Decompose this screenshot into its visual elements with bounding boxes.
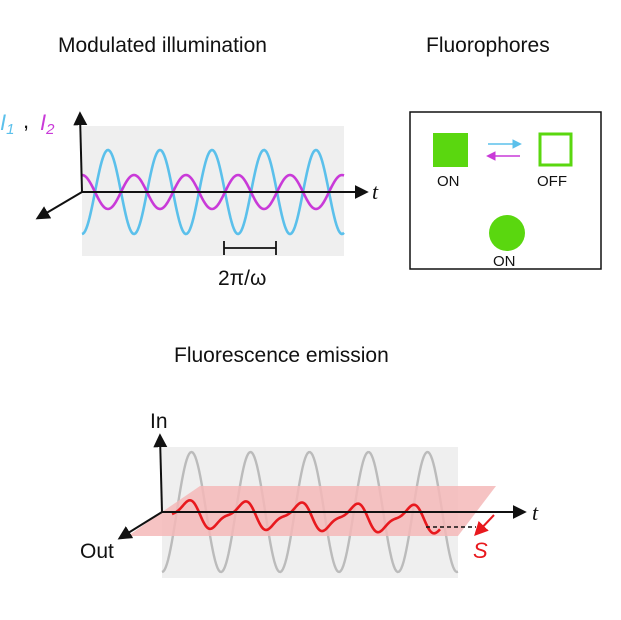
- intensity-1-label: I1: [0, 110, 14, 138]
- fluorophore-constant-circle: [489, 215, 525, 251]
- fluorophore-off-square: [538, 132, 573, 167]
- emission-title: Fluorescence emission: [174, 344, 389, 367]
- switchable-off-label: OFF: [537, 173, 567, 190]
- constant-on-label: ON: [493, 253, 516, 270]
- signal-label: S: [473, 538, 488, 563]
- period-label: 2π/ω: [218, 267, 266, 290]
- emission-in-axis: [153, 433, 168, 513]
- illumination-depth-axis: [35, 191, 83, 220]
- emission-time-label: t: [532, 500, 539, 525]
- intensity-separator: ,: [23, 108, 29, 133]
- illumination-plot: I1 , I2 t 2π/ω: [0, 108, 379, 290]
- input-wave: [161, 450, 459, 574]
- in-label: In: [150, 410, 168, 433]
- illumination-y-axis: [73, 111, 88, 193]
- intensity-1-wave: [81, 148, 345, 236]
- illumination-title: Modulated illumination: [58, 34, 267, 57]
- illumination-time-label: t: [372, 179, 379, 204]
- output-wave: [171, 498, 441, 535]
- period-bracket: [223, 241, 277, 255]
- signal-arrow: [474, 514, 495, 537]
- switchable-on-label: ON: [437, 173, 460, 190]
- fluorophore-on-square: [433, 133, 468, 167]
- fluorophores-title: Fluorophores: [426, 34, 550, 57]
- intensity-2-label: I2: [40, 110, 55, 138]
- fluorophores-box: ON OFF ON: [409, 111, 602, 270]
- emission-plot: In Out t S: [80, 410, 539, 578]
- intensity-2-wave: [81, 173, 345, 211]
- out-label: Out: [80, 540, 114, 563]
- emission-out-axis: [117, 511, 163, 540]
